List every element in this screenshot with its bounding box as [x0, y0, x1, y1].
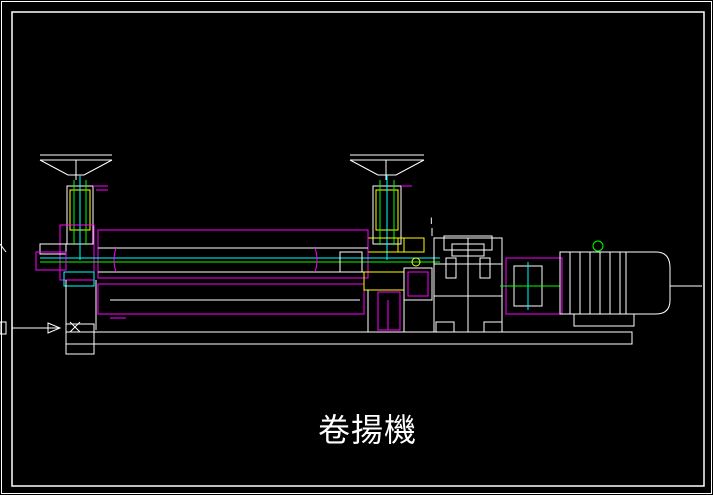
shaft-coupling	[403, 257, 433, 301]
motor	[559, 240, 702, 327]
center-mark: I	[430, 217, 433, 227]
inner-frame	[11, 11, 705, 487]
right-side-frame	[367, 290, 405, 332]
drawing-caption: 卷揚機	[318, 411, 418, 449]
dimension-tags	[110, 313, 126, 319]
left-screw-column	[59, 175, 108, 281]
gearbox	[431, 228, 503, 333]
left-handwheel	[39, 154, 113, 180]
lower-roller	[63, 251, 405, 315]
right-screw-column	[367, 175, 425, 260]
centerline-arrow	[0, 243, 62, 335]
motor-coupling	[500, 257, 563, 315]
upper-roller	[35, 229, 440, 279]
left-side-frame	[65, 280, 97, 355]
base-frame	[65, 331, 633, 354]
